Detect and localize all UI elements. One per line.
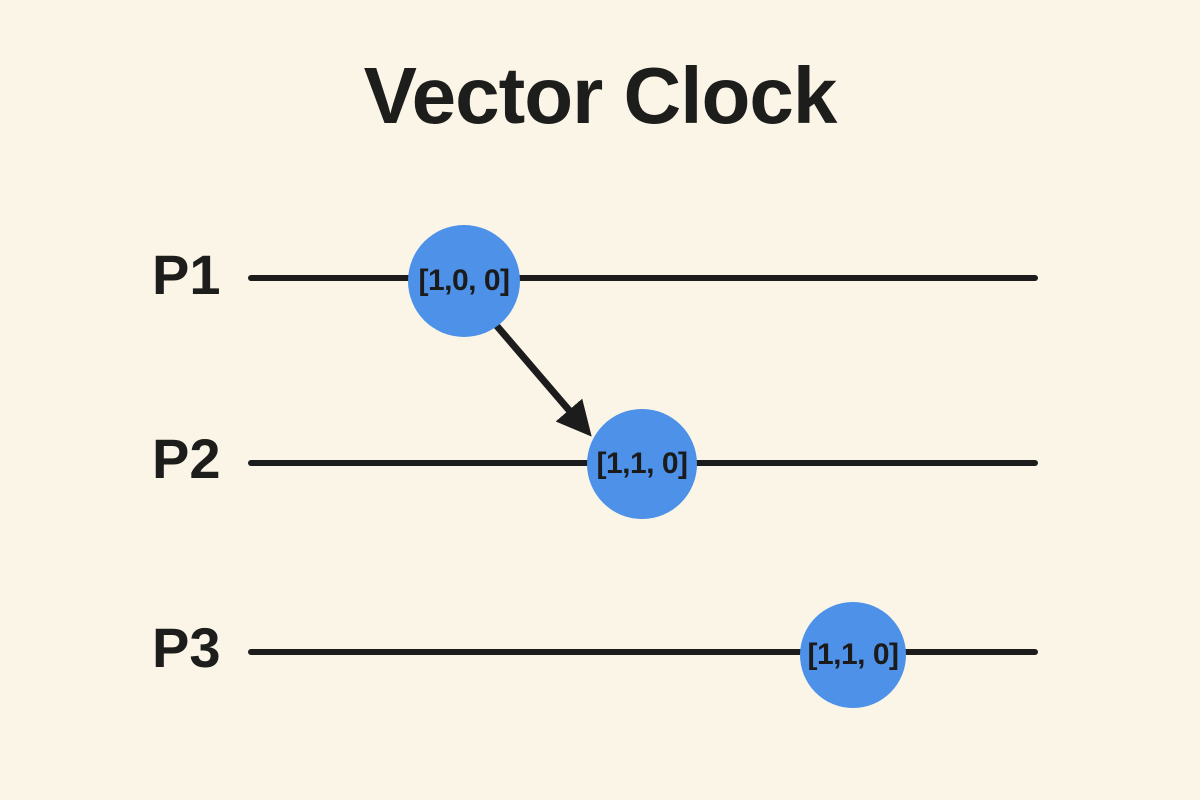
event-vector-p2: [1,1, 0]	[596, 447, 688, 480]
event-node-p2: [1,1, 0]	[587, 409, 697, 519]
process-label-p2: P2	[152, 427, 221, 490]
event-vector-p3: [1,1, 0]	[807, 638, 899, 671]
event-node-p1: [1,0, 0]	[408, 225, 520, 337]
event-node-p3: [1,1, 0]	[800, 602, 906, 708]
diagram-title: Vector Clock	[363, 51, 838, 140]
process-label-p1: P1	[152, 243, 221, 306]
timeline-p1	[248, 275, 1038, 281]
process-label-p3: P3	[152, 616, 221, 679]
event-vector-p1: [1,0, 0]	[418, 264, 510, 297]
message-arrow-line	[493, 322, 592, 437]
timeline-p3	[248, 649, 1038, 655]
